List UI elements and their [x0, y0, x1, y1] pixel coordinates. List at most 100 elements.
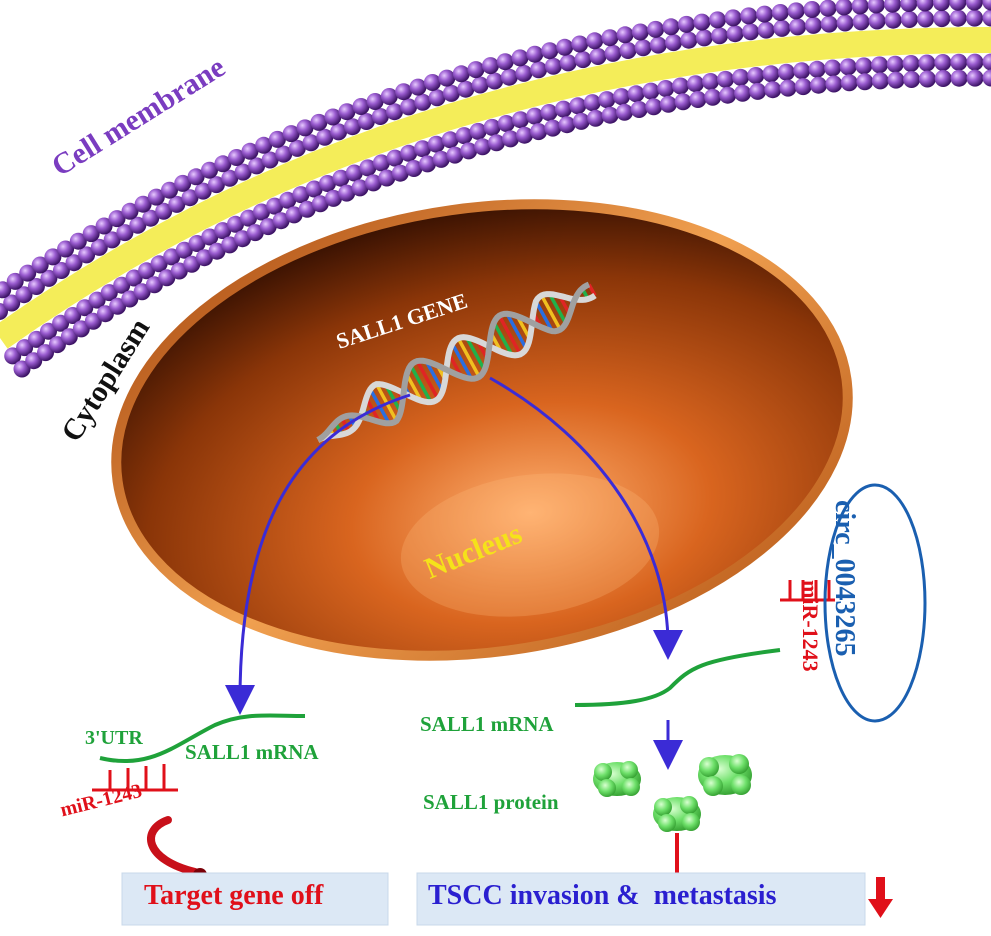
membrane-bead: [742, 23, 759, 40]
membrane-bead: [717, 71, 734, 88]
membrane-bead: [809, 61, 826, 78]
membrane-bead: [702, 73, 719, 90]
membrane-bead: [680, 32, 697, 49]
membrane-bead: [512, 49, 529, 66]
membrane-bead: [482, 57, 499, 74]
membrane-bead: [647, 21, 664, 38]
membrane-bead: [966, 10, 983, 27]
membrane-bead: [559, 116, 576, 133]
membrane-bead: [793, 62, 810, 79]
membrane-bead: [709, 11, 726, 28]
membrane-bead: [903, 71, 920, 88]
sall1-protein-icons: [593, 754, 752, 832]
membrane-bead: [696, 29, 713, 46]
membrane-bead: [772, 4, 789, 21]
membrane-bead: [804, 1, 821, 18]
membrane-bead: [443, 85, 460, 102]
membrane-bead: [650, 37, 667, 54]
membrane-bead: [789, 18, 806, 35]
membrane-bead: [571, 36, 588, 53]
membrane-bead: [472, 77, 489, 94]
membrane-bead: [780, 80, 797, 97]
membrane-bead: [501, 69, 518, 86]
membrane-bead: [824, 60, 841, 77]
membrane-bead: [758, 22, 775, 39]
membrane-bead: [840, 58, 857, 75]
membrane-bead: [675, 93, 692, 110]
membrane-bead: [852, 0, 869, 15]
membrane-bead: [660, 96, 677, 113]
membrane-bead: [530, 123, 547, 140]
membrane-bead: [693, 14, 710, 31]
membrane-bead: [919, 71, 936, 88]
membrane-bead: [467, 61, 484, 78]
membrane-bead: [855, 57, 872, 74]
membrane-bead: [497, 53, 514, 70]
membrane-bead: [763, 65, 780, 82]
membrane-bead: [545, 58, 562, 75]
membrane-bead: [711, 27, 728, 44]
membrane-bead: [764, 81, 781, 98]
membrane-bead: [821, 16, 838, 33]
membrane-bead: [573, 113, 590, 130]
membrane-bead: [590, 48, 607, 65]
membrane-bead: [810, 77, 827, 94]
membrane-bead: [917, 0, 934, 12]
membrane-bead: [933, 10, 950, 27]
membrane-bead: [884, 0, 901, 13]
right-mir-label: miR-1243: [797, 580, 823, 672]
circ-rna-label: circ_0043265: [828, 500, 860, 657]
membrane-bead: [438, 70, 455, 87]
membrane-bead: [749, 83, 766, 100]
membrane-bead: [515, 65, 532, 82]
membrane-bead: [665, 34, 682, 51]
membrane-bead: [885, 12, 902, 29]
membrane-bead: [484, 119, 501, 136]
membrane-bead: [950, 10, 967, 27]
membrane-bead: [613, 88, 630, 105]
membrane-bead: [727, 25, 744, 42]
membrane-bead: [725, 9, 742, 26]
membrane-bead: [900, 0, 917, 12]
membrane-bead: [631, 101, 648, 118]
membrane-bead: [719, 87, 736, 104]
membrane-bead: [632, 24, 649, 41]
membrane-bead: [586, 32, 603, 49]
membrane-bead: [657, 80, 674, 97]
membrane-bead: [410, 79, 427, 96]
membrane-bead: [888, 72, 905, 89]
membrane-bead: [587, 110, 604, 127]
membrane-bead: [918, 55, 935, 72]
membrane-bead: [983, 10, 991, 27]
membrane-bead: [635, 39, 652, 56]
membrane-bead: [544, 120, 561, 137]
membrane-bead: [628, 85, 645, 102]
membrane-bead: [887, 56, 904, 73]
protein-label: SALL1 protein: [423, 790, 559, 815]
membrane-bead: [512, 111, 529, 128]
target-gene-off-label: Target gene off: [144, 880, 323, 912]
membrane-bead: [756, 6, 773, 23]
membrane-bead: [605, 45, 622, 62]
membrane-bead: [983, 0, 991, 11]
membrane-bead: [966, 54, 983, 71]
outcome-label: TSCC invasion & metastasis: [428, 880, 776, 912]
membrane-bead: [773, 20, 790, 37]
membrane-bead: [788, 2, 805, 19]
membrane-bead: [704, 89, 721, 106]
protein-blob-2: [698, 754, 752, 796]
membrane-bead: [601, 29, 618, 46]
membrane-bead: [526, 46, 543, 63]
membrane-bead: [569, 97, 586, 114]
membrane-bead: [901, 11, 918, 28]
membrane-bead: [457, 81, 474, 98]
membrane-bead: [868, 0, 885, 14]
right-mrna-strand: [575, 650, 780, 705]
membrane-bead: [689, 91, 706, 108]
membrane-bead: [560, 54, 577, 71]
membrane-bead: [869, 13, 886, 30]
membrane-bead: [917, 11, 934, 28]
membrane-bead: [645, 98, 662, 115]
membrane-bead: [395, 83, 412, 100]
